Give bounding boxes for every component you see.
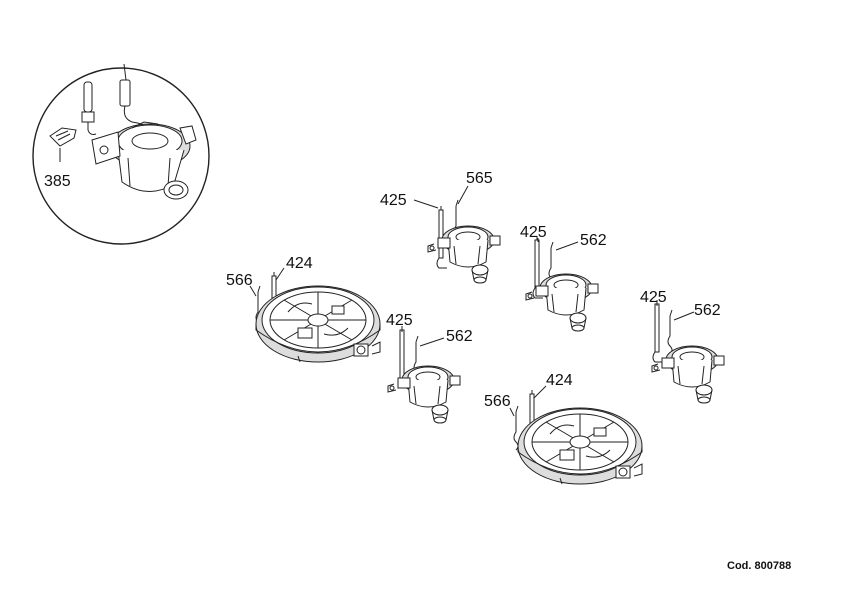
plate-right: 566 424 <box>484 372 643 485</box>
plate-left: 566 424 <box>226 255 381 363</box>
burner-c-label-1: 425 <box>386 312 413 329</box>
detail-part-label: 385 <box>44 173 71 190</box>
detail-view: 385 <box>32 63 210 245</box>
burner-b-label-1: 425 <box>520 224 547 241</box>
plate-left-label-1: 566 <box>226 272 253 289</box>
burner-a: 425 565 <box>380 170 501 284</box>
burner-c-label-2: 562 <box>446 328 473 345</box>
burner-a-label-2: 565 <box>466 170 493 187</box>
burner-d: 425 562 <box>640 289 725 404</box>
document-code: Cod. 800788 <box>727 560 791 572</box>
burner-b-label-2: 562 <box>580 232 607 249</box>
burner-c: 425 562 <box>386 312 473 424</box>
detail-electrode <box>81 81 97 135</box>
plate-right-label-2: 424 <box>546 372 573 389</box>
burner-b: 425 562 <box>520 224 607 332</box>
burner-d-label-2: 562 <box>694 302 721 319</box>
plate-left-label-2: 424 <box>286 255 313 272</box>
plate-right-label-1: 566 <box>484 393 511 410</box>
burner-d-label-1: 425 <box>640 289 667 306</box>
detail-needle <box>119 63 151 131</box>
detail-burner-housing <box>91 121 197 200</box>
detail-clip <box>49 127 77 162</box>
burner-a-label-1: 425 <box>380 192 407 209</box>
detail-circle <box>32 67 210 245</box>
